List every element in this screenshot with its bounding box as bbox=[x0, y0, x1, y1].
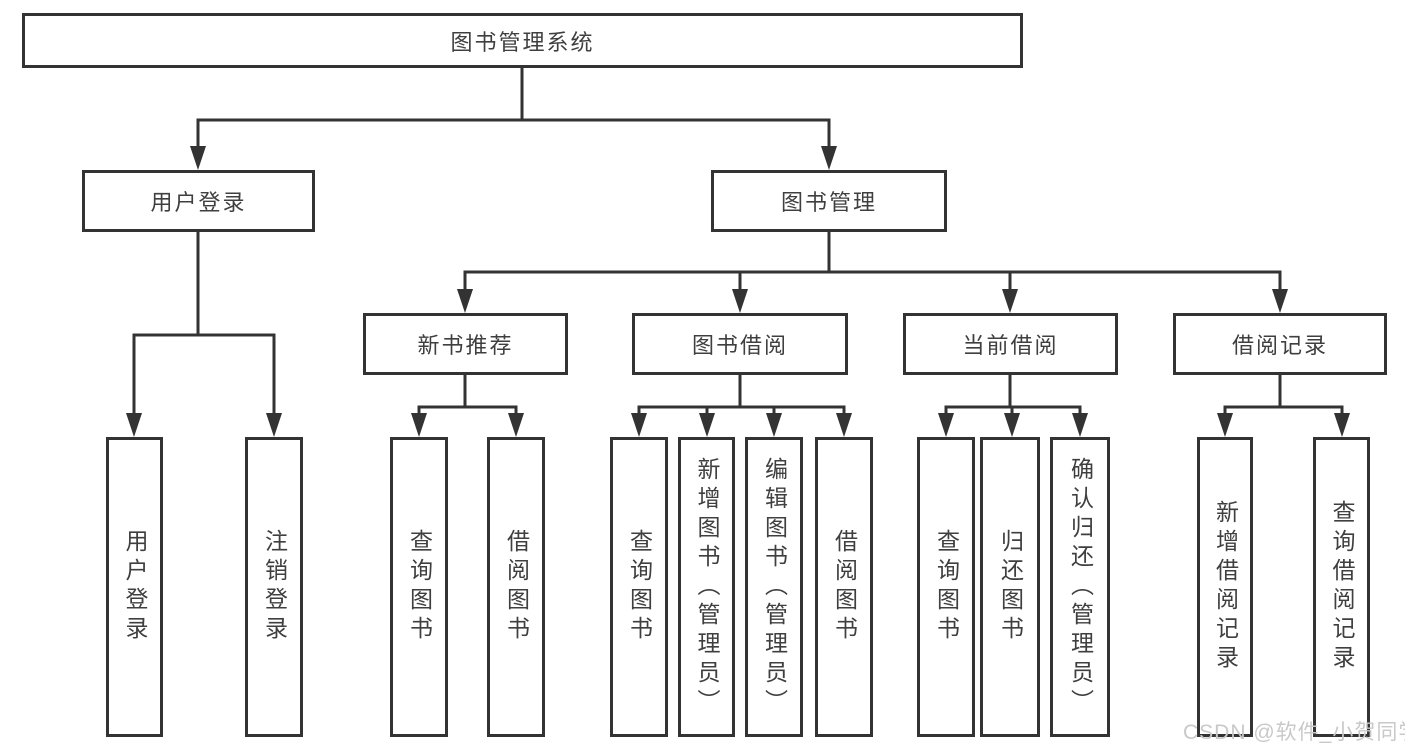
arrowheads bbox=[126, 146, 1350, 437]
node-label: 借阅图书 bbox=[503, 529, 530, 645]
node-book-borrowing: 图书借阅 bbox=[632, 313, 848, 375]
node-user-login-module: 用户登录 bbox=[82, 170, 315, 232]
leaf-borrow-books: 借阅图书 bbox=[487, 437, 545, 737]
node-label: 用户登录 bbox=[122, 529, 148, 645]
node-label: 编辑图书（管理员） bbox=[761, 456, 788, 718]
node-label: 新书推荐 bbox=[417, 333, 514, 358]
node-label: 查询借阅记录 bbox=[1329, 500, 1355, 674]
node-label: 图书管理 bbox=[780, 190, 877, 215]
node-label: 确认归还（管理员） bbox=[1067, 456, 1094, 718]
leaf-add-books-admin: 新增图书（管理员） bbox=[678, 437, 735, 737]
node-label: 图书管理系统 bbox=[450, 29, 595, 55]
node-book-management-module: 图书管理 bbox=[711, 170, 947, 232]
leaf-edit-books-admin: 编辑图书（管理员） bbox=[745, 437, 803, 737]
leaf-query-borrow-record: 查询借阅记录 bbox=[1313, 437, 1370, 737]
node-label: 查询图书 bbox=[406, 529, 433, 645]
leaf-query-books: 查询图书 bbox=[610, 437, 668, 737]
node-label: 图书借阅 bbox=[691, 333, 788, 358]
node-new-book-recommendation: 新书推荐 bbox=[363, 313, 568, 375]
node-current-borrowing: 当前借阅 bbox=[903, 313, 1118, 375]
node-label: 新增借阅记录 bbox=[1212, 500, 1239, 674]
node-label: 用户登录 bbox=[150, 190, 247, 215]
node-label: 新增图书（管理员） bbox=[694, 456, 720, 718]
leaf-user-login: 用户登录 bbox=[106, 437, 163, 737]
leaf-return-books: 归还图书 bbox=[980, 437, 1040, 737]
node-library-management-system: 图书管理系统 bbox=[22, 13, 1023, 68]
leaf-logout: 注销登录 bbox=[245, 437, 303, 737]
csdn-watermark: CSDN @软件_小贺同学 bbox=[1183, 721, 1405, 744]
leaf-add-borrow-record: 新增借阅记录 bbox=[1197, 437, 1253, 737]
node-label: 查询图书 bbox=[933, 529, 960, 645]
node-label: 归还图书 bbox=[997, 529, 1024, 645]
node-borrowing-records: 借阅记录 bbox=[1173, 313, 1387, 375]
node-label: 借阅图书 bbox=[831, 529, 858, 645]
node-label: 借阅记录 bbox=[1231, 333, 1328, 358]
leaf-query-books: 查询图书 bbox=[917, 437, 975, 737]
leaf-query-books: 查询图书 bbox=[390, 437, 448, 737]
leaf-borrow-books: 借阅图书 bbox=[815, 437, 873, 737]
node-label: 注销登录 bbox=[261, 529, 288, 645]
tree-edges bbox=[132, 66, 1344, 419]
node-label: 当前借阅 bbox=[962, 333, 1059, 358]
node-label: 查询图书 bbox=[626, 529, 653, 645]
leaf-confirm-return-admin: 确认归还（管理员） bbox=[1050, 437, 1110, 737]
